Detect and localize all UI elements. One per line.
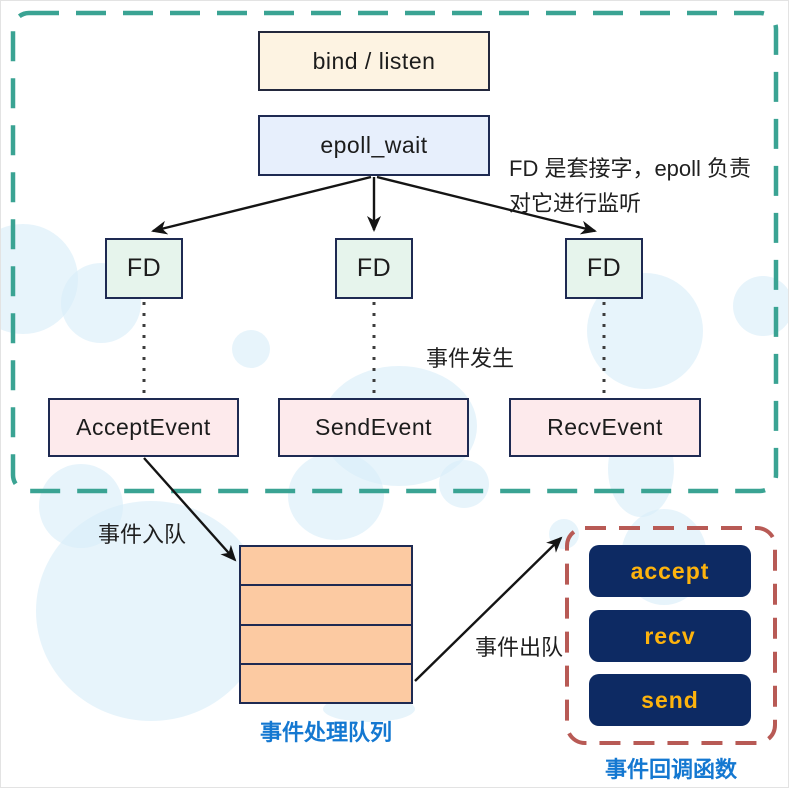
event-enqueue-label: 事件入队 — [98, 522, 187, 547]
queue-slot — [241, 547, 411, 584]
event-queue — [239, 545, 413, 704]
fd-annotation-line1: FD 是套接字，epoll 负责 — [509, 156, 752, 181]
callback-accept-label: accept — [630, 557, 710, 584]
fd-node-2: FD — [335, 238, 413, 299]
decor-circle — [439, 460, 489, 508]
recv-event-node: RecvEvent — [509, 398, 701, 457]
bind-listen-node: bind / listen — [258, 31, 490, 91]
fd-label: FD — [126, 254, 162, 282]
queue-title: 事件处理队列 — [259, 720, 392, 745]
decor-circle — [288, 452, 384, 540]
callbacks-title: 事件回调函数 — [604, 757, 737, 782]
bind-listen-label: bind / listen — [312, 47, 436, 74]
callback-recv: recv — [589, 610, 751, 662]
send-event-label: SendEvent — [314, 414, 433, 440]
fd-annotation: FD 是套接字，epoll 负责 对它进行监听 — [509, 151, 751, 221]
queue-slot — [241, 662, 411, 702]
decor-circle — [1, 224, 78, 334]
callback-recv-label: recv — [644, 622, 696, 649]
callback-send: send — [589, 674, 751, 726]
accept-event-label: AcceptEvent — [76, 414, 211, 440]
decor-circle — [232, 330, 270, 368]
fd-label: FD — [586, 254, 622, 282]
send-event-node: SendEvent — [278, 398, 469, 457]
epoll-wait-label: epoll_wait — [320, 132, 428, 158]
queue-slot — [241, 584, 411, 623]
callback-accept: accept — [589, 545, 751, 597]
epoll-wait-node: epoll_wait — [258, 115, 490, 176]
decor-circle — [733, 276, 788, 336]
event-occurs-label: 事件发生 — [426, 346, 515, 371]
recv-event-label: RecvEvent — [547, 414, 663, 440]
callback-send-label: send — [641, 686, 699, 713]
accept-event-node: AcceptEvent — [48, 398, 239, 457]
fd-node-1: FD — [105, 238, 183, 299]
fd-node-3: FD — [565, 238, 643, 299]
fd-label: FD — [356, 254, 392, 282]
decor-circle — [549, 519, 579, 549]
queue-slot — [241, 623, 411, 663]
fd-annotation-line2: 对它进行监听 — [509, 191, 642, 216]
event-dequeue-label: 事件出队 — [475, 635, 564, 660]
arrow-epoll-to-fd1 — [151, 175, 372, 235]
